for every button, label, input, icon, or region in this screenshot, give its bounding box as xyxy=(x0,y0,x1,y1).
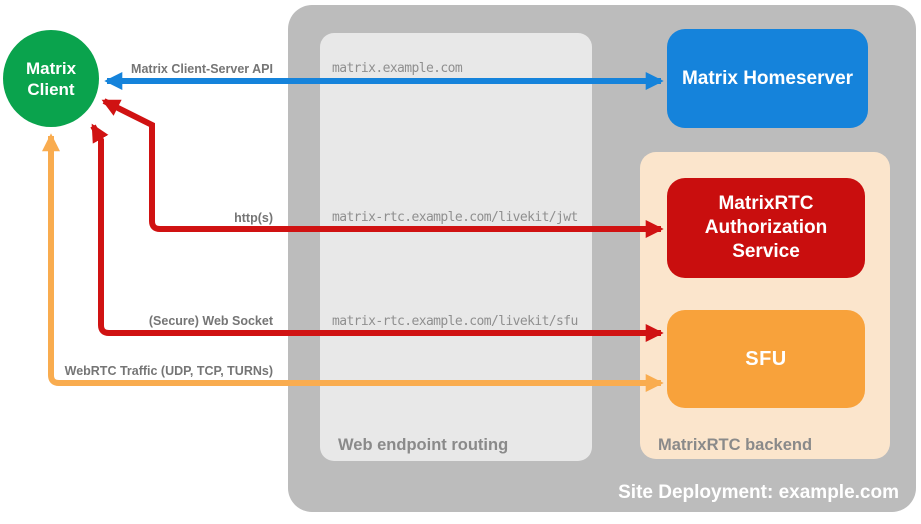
client-server-api-arrow-label: Matrix Client-Server API xyxy=(131,62,273,76)
matrixrtc-auth-service-label: MatrixRTC Authorization Service xyxy=(704,193,828,262)
web-endpoint-routing-label: Web endpoint routing xyxy=(338,436,509,454)
endpoint-livekit-sfu: matrix-rtc.example.com/livekit/sfu xyxy=(332,314,578,329)
web-endpoint-routing-box xyxy=(320,33,592,461)
matrix-client-label: Matrix Client xyxy=(25,58,77,99)
matrixrtc-backend-label: MatrixRTC backend xyxy=(658,436,813,454)
matrix-homeserver-label: Matrix Homeserver xyxy=(681,67,854,89)
sfu-label: SFU xyxy=(745,347,787,370)
endpoint-matrix-example-com: matrix.example.com xyxy=(332,61,463,76)
sfu-node: SFU xyxy=(667,310,865,408)
matrixrtc-auth-service-node: MatrixRTC Authorization Service xyxy=(667,178,865,278)
matrix-homeserver-node: Matrix Homeserver xyxy=(667,29,868,128)
webrtc-traffic-arrow-label: WebRTC Traffic (UDP, TCP, TURNs) xyxy=(64,364,273,378)
matrix-client-node: Matrix Client xyxy=(3,30,99,127)
endpoint-livekit-jwt: matrix-rtc.example.com/livekit/jwt xyxy=(332,210,578,225)
https-arrow-label: http(s) xyxy=(234,211,273,225)
site-deployment-label: Site Deployment: example.com xyxy=(618,482,899,503)
web-socket-arrow-label: (Secure) Web Socket xyxy=(148,314,273,328)
